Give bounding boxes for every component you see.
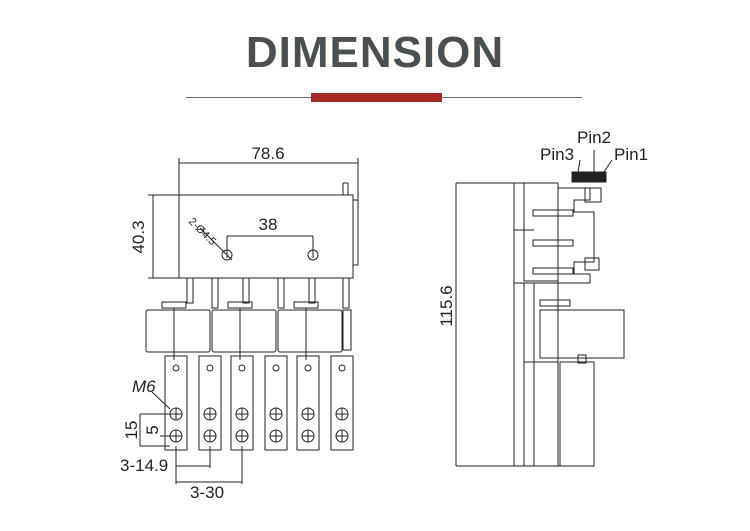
overall-height-label: 115.6 bbox=[437, 285, 456, 326]
terminal-pitch-large-label: 3-30 bbox=[190, 483, 224, 502]
hole-spacing-label: 38 bbox=[259, 215, 278, 234]
page-title: DIMENSION bbox=[245, 28, 505, 77]
pin2-label: Pin2 bbox=[577, 128, 611, 147]
front-view bbox=[139, 158, 359, 484]
mount-hole bbox=[307, 249, 319, 261]
output-terminals bbox=[164, 355, 354, 451]
side-view bbox=[455, 150, 625, 467]
terminal-offset-label: 5 bbox=[143, 425, 162, 434]
title-rule-right bbox=[442, 97, 582, 98]
pin3-label: Pin3 bbox=[540, 145, 574, 164]
height-label: 40.3 bbox=[129, 220, 148, 253]
mount-hole bbox=[221, 249, 233, 261]
overall-width-label: 78.6 bbox=[251, 144, 284, 163]
screw-size-label: M6 bbox=[132, 377, 156, 396]
pin1-label: Pin1 bbox=[614, 145, 648, 164]
terminal-pitch-small-label: 3-14.9 bbox=[120, 456, 168, 475]
title-rule-left bbox=[186, 97, 311, 98]
title-accent-bar bbox=[311, 93, 442, 102]
terminal-height-label: 15 bbox=[122, 421, 141, 440]
